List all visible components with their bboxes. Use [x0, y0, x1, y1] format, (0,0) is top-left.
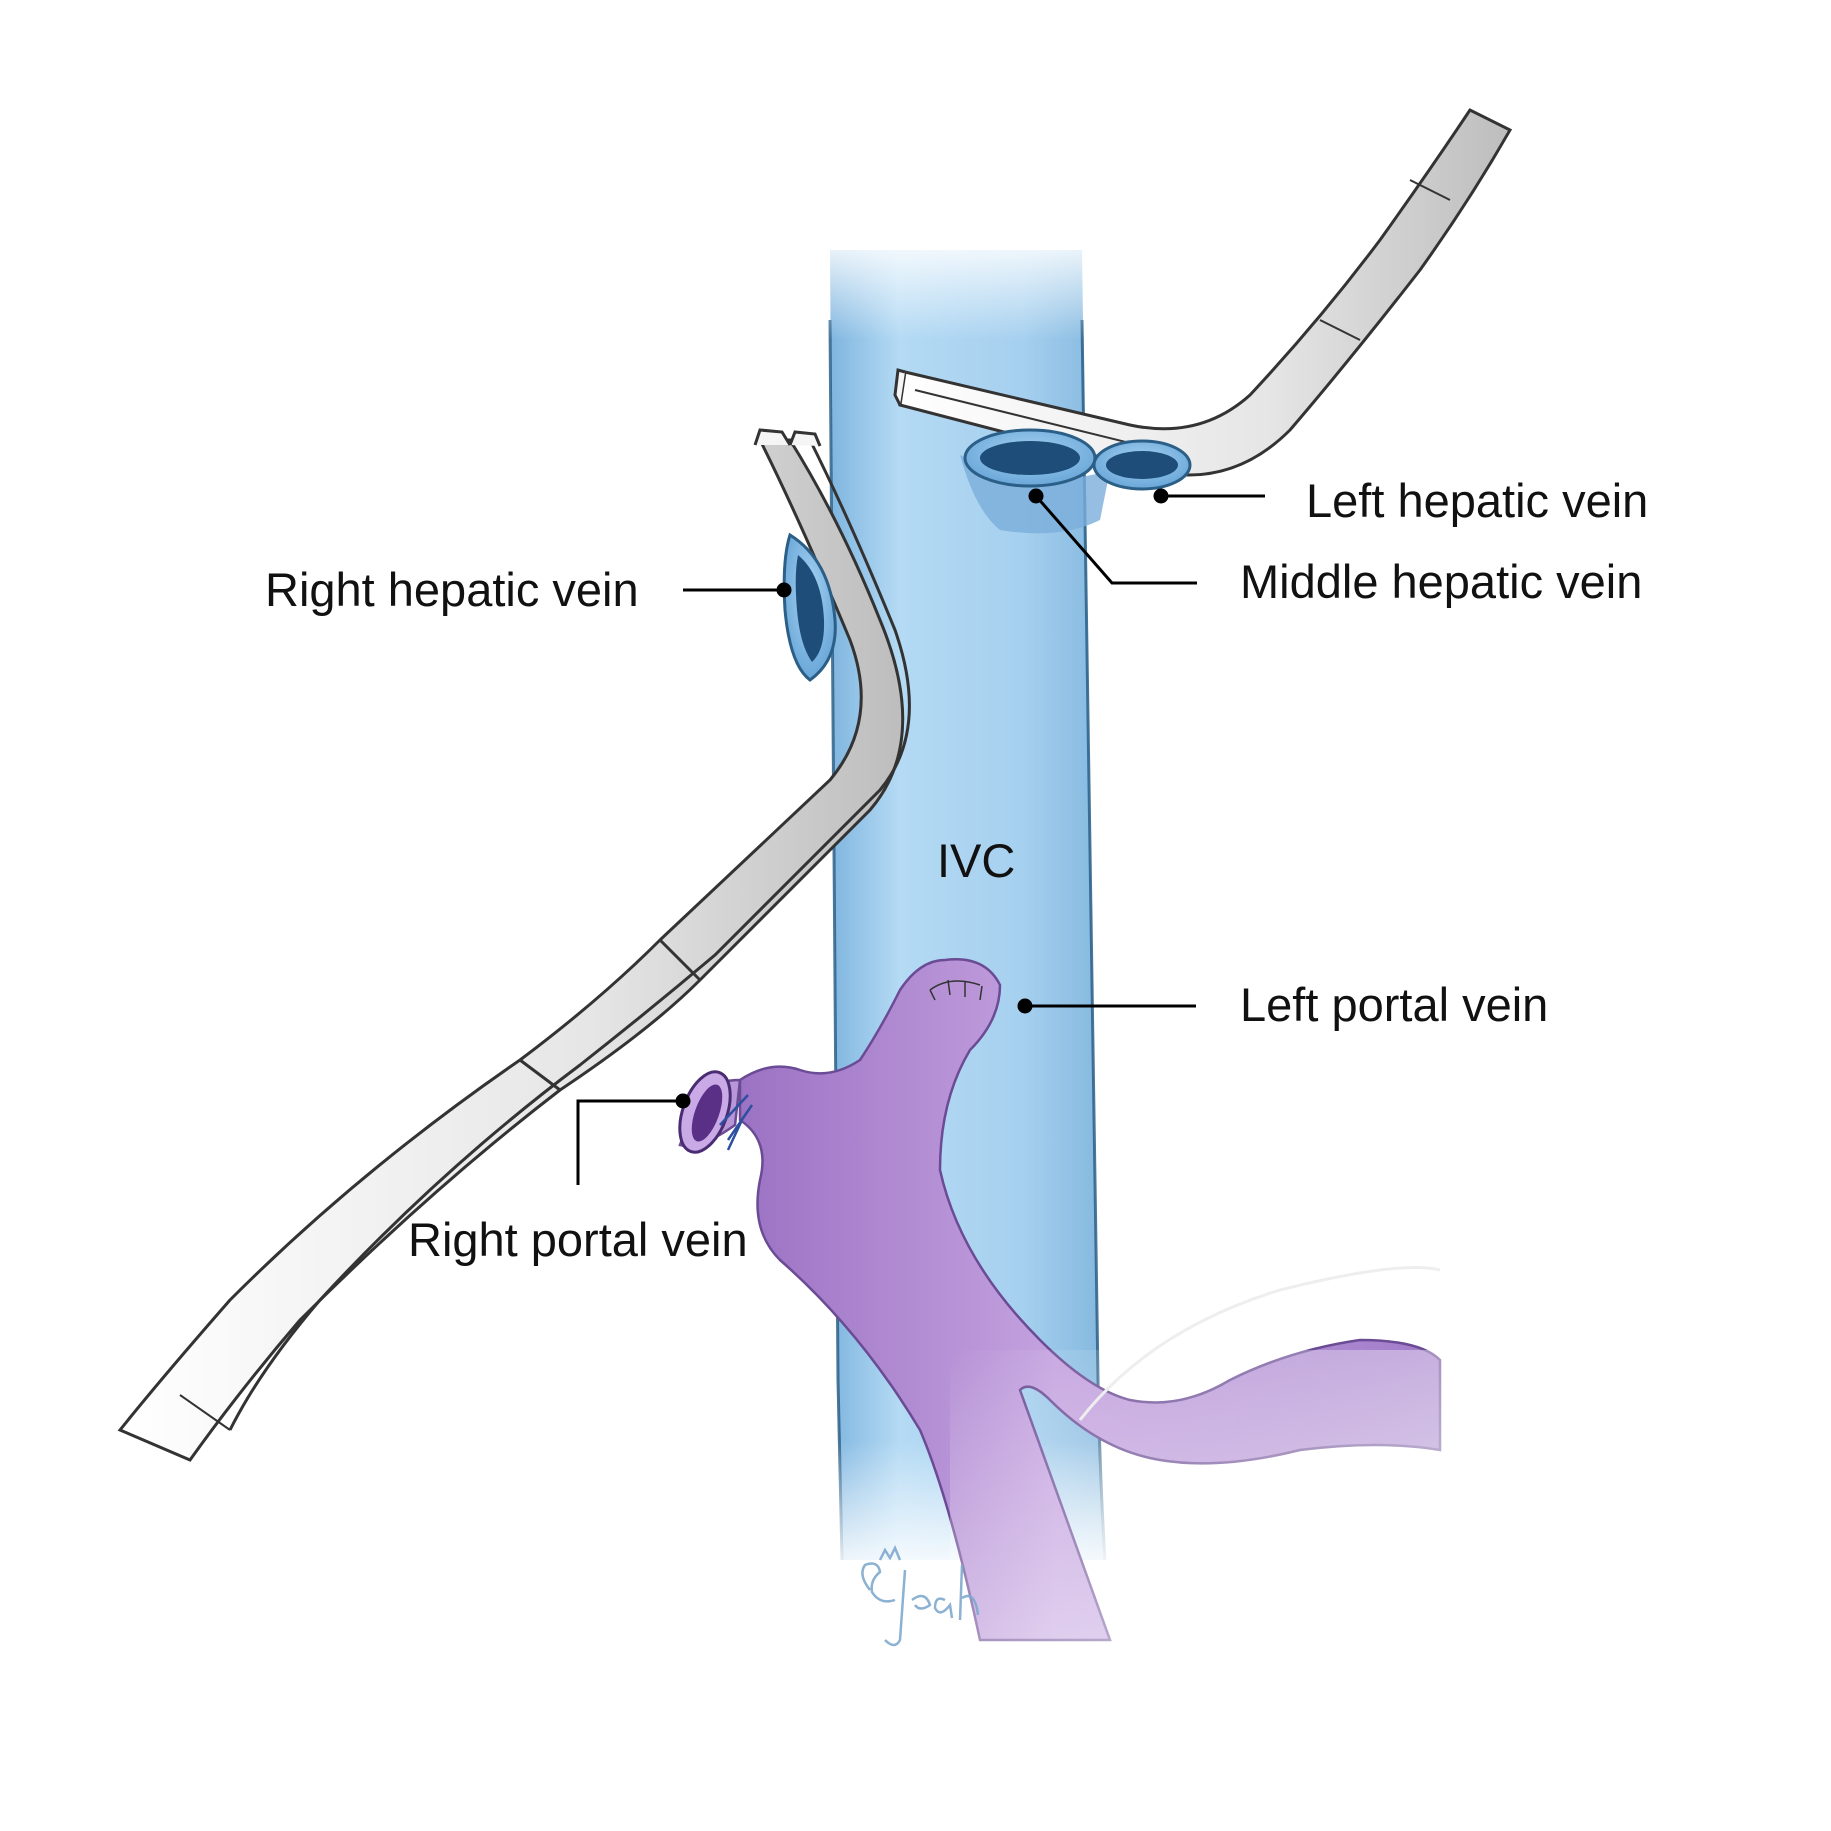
background-organ-outline: [1078, 1266, 1441, 1421]
leader-middle-hepatic-vein: [1028, 488, 1197, 585]
right-vascular-clamp: [117, 428, 911, 1462]
leader-left-portal-vein: [1017, 998, 1196, 1014]
leader-right-hepatic-vein: [683, 582, 792, 598]
artist-signature: [861, 1544, 980, 1647]
label-left-hepatic-vein: Left hepatic vein: [1306, 474, 1648, 527]
left-vascular-clamp: [893, 108, 1513, 477]
label-right-hepatic-vein: Right hepatic vein: [265, 563, 639, 616]
label-left-portal-vein: Left portal vein: [1240, 978, 1548, 1031]
label-ivc: IVC: [937, 834, 1015, 887]
leader-right-portal-vein: [576, 1093, 691, 1185]
leader-lines: [576, 488, 1265, 1185]
label-middle-hepatic-vein: Middle hepatic vein: [1240, 555, 1642, 608]
leader-left-hepatic-vein: [1153, 488, 1265, 504]
portal-vein: [678, 958, 1470, 1670]
left-middle-hepatic-vein-stumps: [960, 428, 1192, 534]
label-right-portal-vein: Right portal vein: [408, 1213, 748, 1266]
